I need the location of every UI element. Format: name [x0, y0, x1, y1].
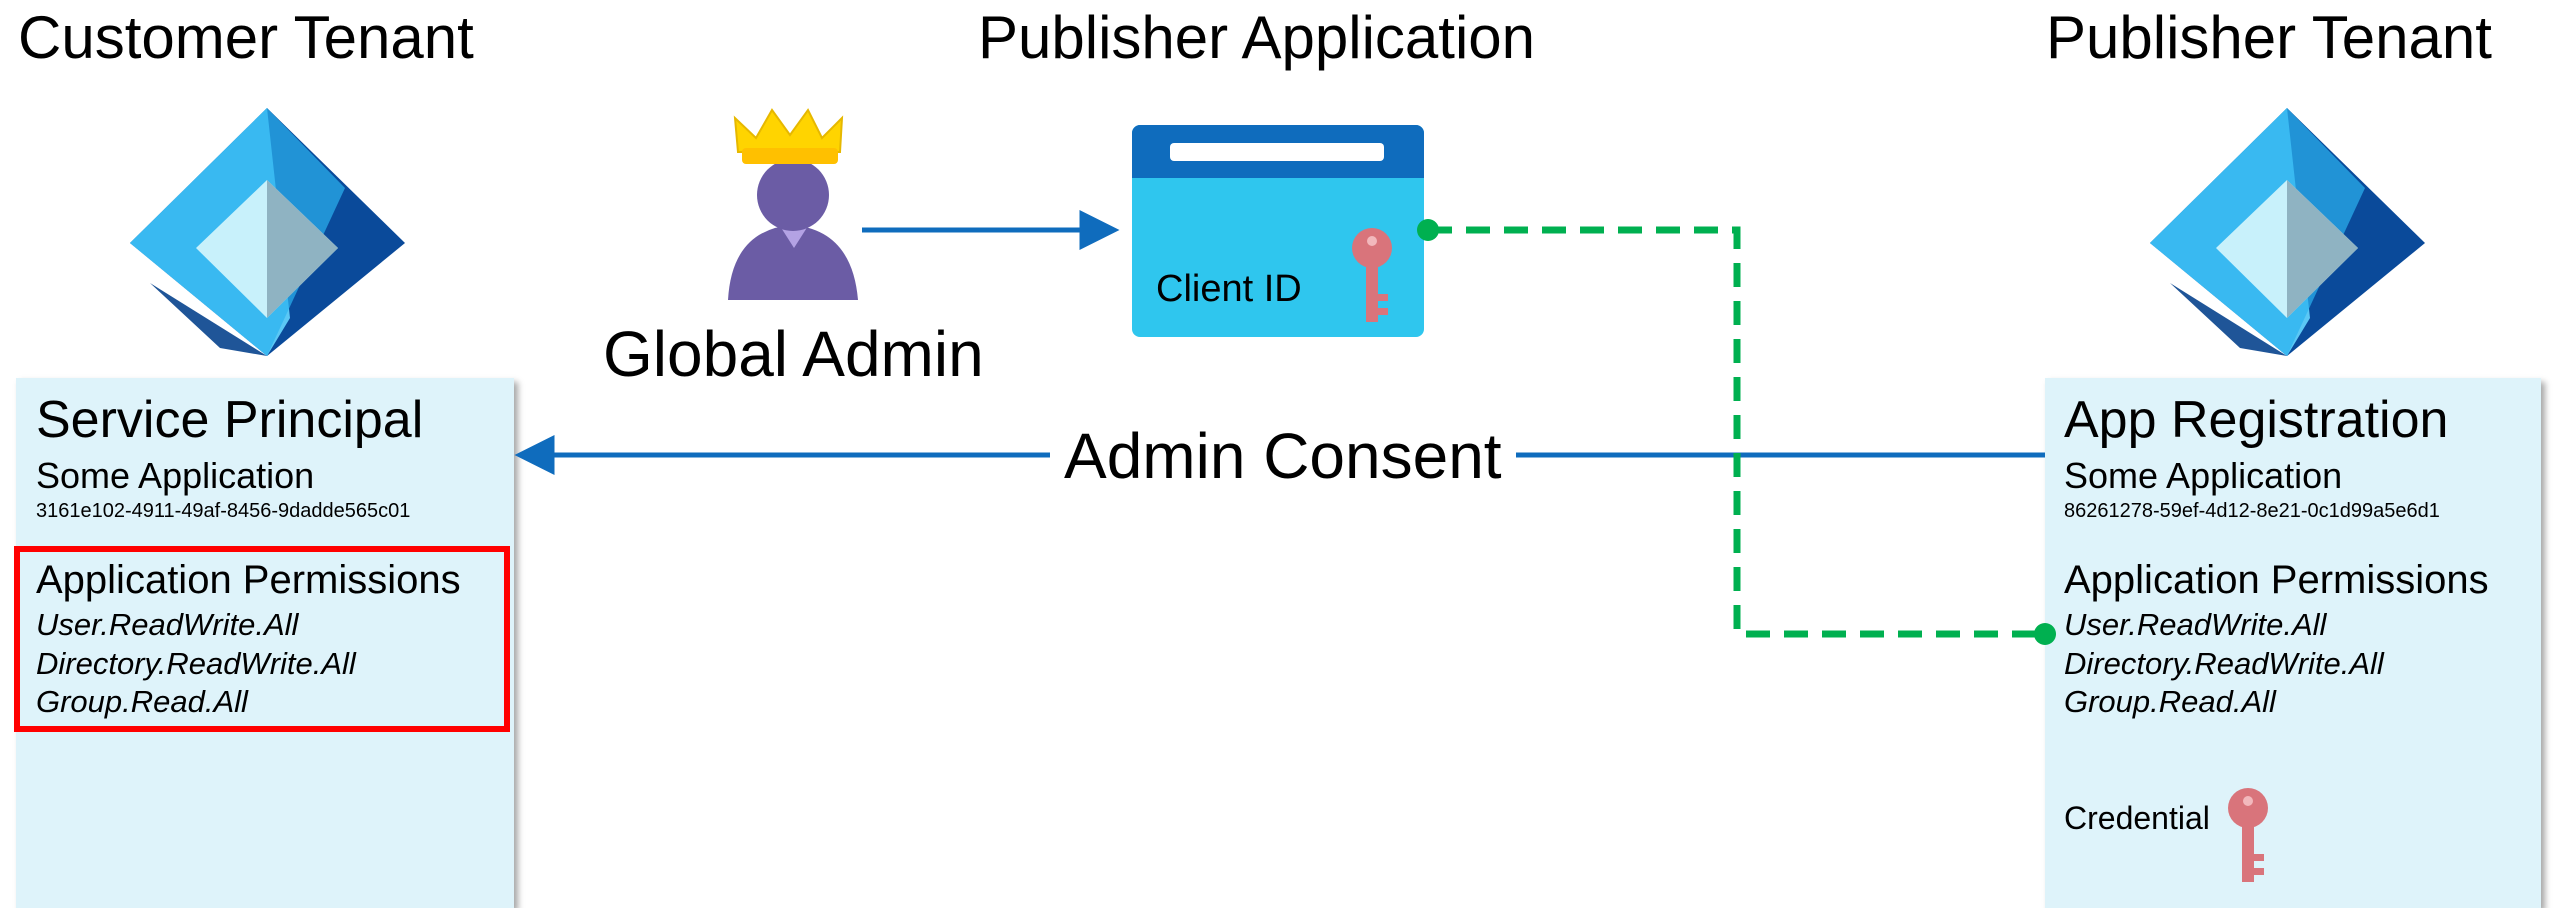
entra-id-icon-customer	[130, 108, 405, 356]
customer-app-name: Some Application	[36, 455, 315, 496]
client-id-label: Client ID	[1156, 268, 1302, 310]
credential-label: Credential	[2064, 800, 2210, 836]
customer-app-id: 3161e102-4911-49af-8456-9dadde565c01	[36, 500, 411, 522]
publisher-application-heading: Publisher Application	[978, 4, 1536, 71]
admin-consent-label: Admin Consent	[1050, 424, 1516, 488]
global-admin-label: Global Admin	[603, 318, 984, 390]
publisher-app-id: 86261278-59ef-4d12-8e21-0c1d99a5e6d1	[2064, 500, 2440, 522]
customer-permission-item: Directory.ReadWrite.All	[36, 646, 356, 681]
publisher-permission-item: User.ReadWrite.All	[2064, 607, 2327, 642]
customer-permissions-title: Application Permissions	[36, 558, 461, 602]
publisher-permissions-title: Application Permissions	[2064, 558, 2489, 602]
key-icon-client-id	[1352, 228, 1392, 322]
customer-tenant-heading: Customer Tenant	[18, 4, 474, 71]
publisher-permission-item: Group.Read.All	[2064, 684, 2276, 719]
publisher-tenant-heading: Publisher Tenant	[2046, 4, 2492, 71]
customer-permission-item: User.ReadWrite.All	[36, 607, 299, 642]
publisher-permission-item: Directory.ReadWrite.All	[2064, 646, 2384, 681]
entra-id-icon-publisher	[2150, 108, 2425, 356]
customer-permission-item: Group.Read.All	[36, 684, 248, 719]
publisher-app-name: Some Application	[2064, 455, 2343, 496]
highlighted-permissions-box	[14, 546, 510, 732]
app-registration-title: App Registration	[2064, 391, 2449, 449]
app-registration-card	[2045, 378, 2541, 908]
app-window-icon	[1132, 125, 1424, 337]
client-id-link-connector	[1417, 219, 2056, 645]
admin-crown-person-icon	[728, 108, 858, 300]
service-principal-card	[16, 378, 514, 908]
key-icon-credential	[2228, 788, 2268, 882]
service-principal-title: Service Principal	[36, 391, 424, 449]
